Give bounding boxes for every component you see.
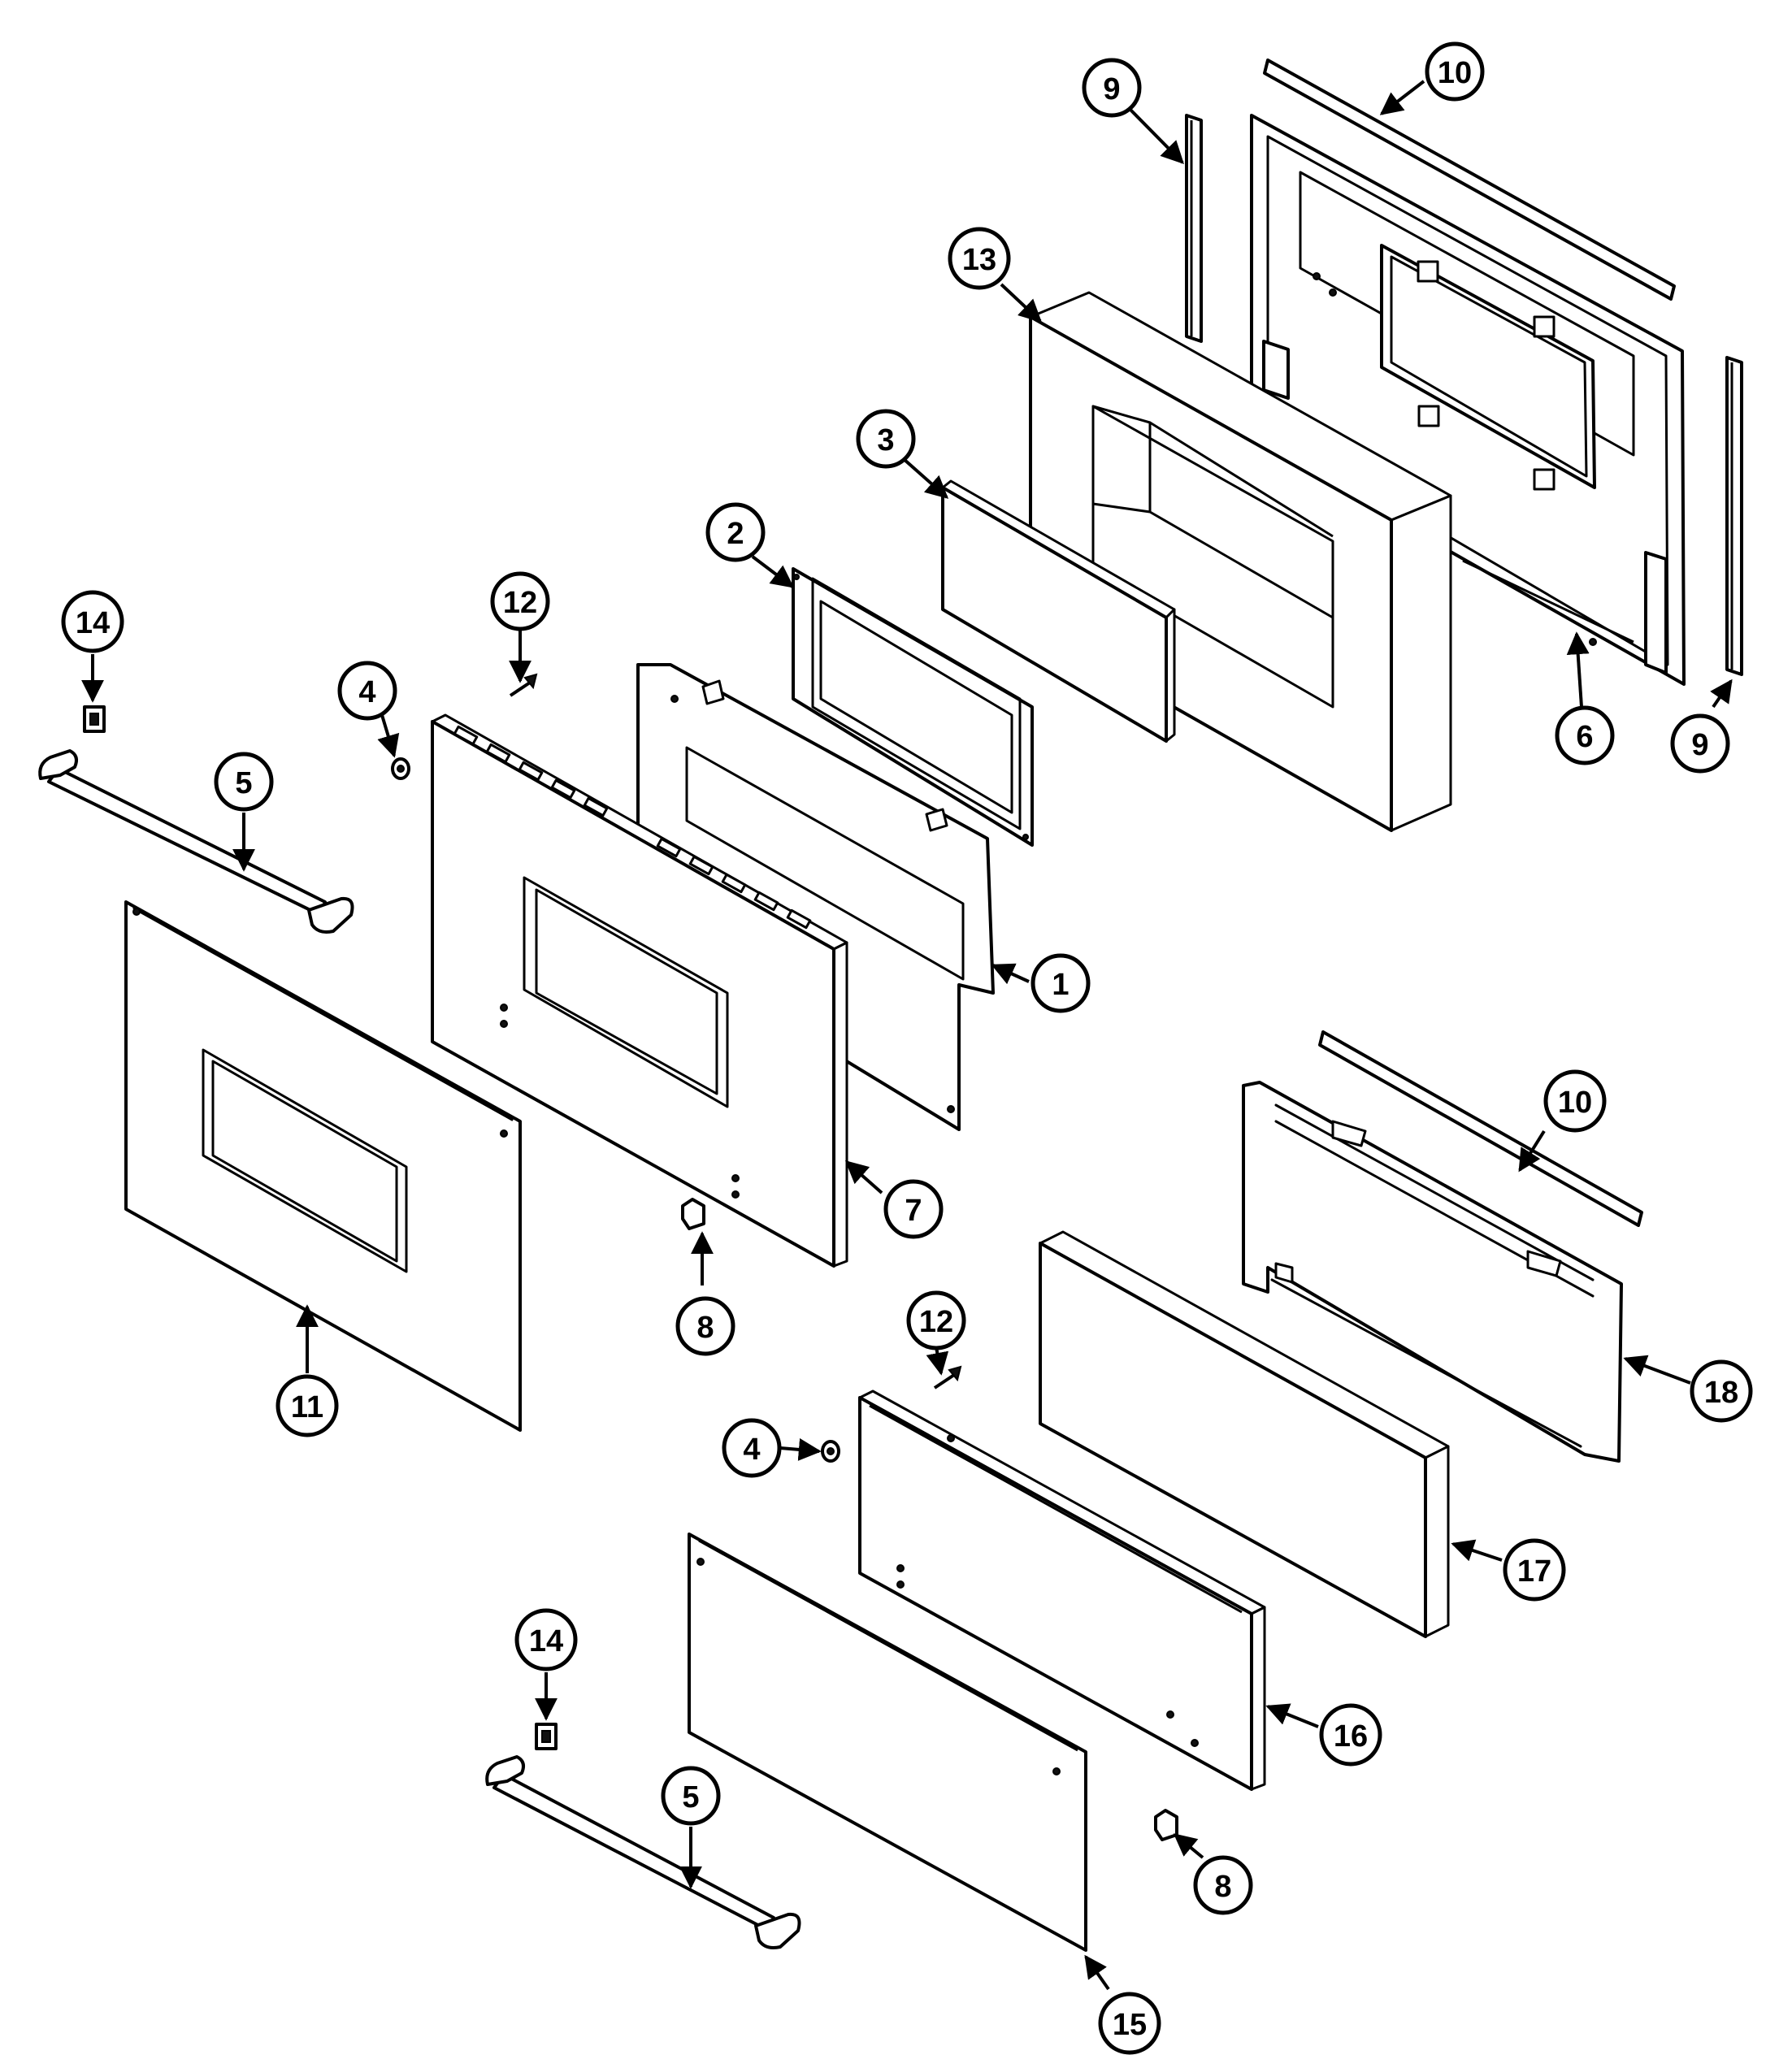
callout-10-lower: 10: [1543, 1069, 1607, 1133]
insulation-box: [1029, 291, 1452, 832]
glass-frame: [792, 567, 1034, 847]
callout-17: 17: [1503, 1538, 1566, 1602]
callout-7: 7: [883, 1179, 944, 1239]
svg-text:2: 2: [727, 517, 744, 551]
oven-door-glass: [941, 479, 1176, 743]
svg-text:17: 17: [1517, 1554, 1551, 1589]
svg-text:18: 18: [1704, 1376, 1738, 1410]
handle-cap-lower: [535, 1723, 558, 1750]
outer-door-frame: [431, 713, 848, 1268]
callout-11: 11: [276, 1374, 339, 1437]
callout-3: 3: [856, 409, 916, 469]
hinge-clip-lower: [1154, 1809, 1178, 1841]
svg-text:4: 4: [743, 1433, 760, 1467]
svg-text:9: 9: [1103, 72, 1120, 106]
callout-16: 16: [1319, 1703, 1382, 1767]
svg-text:1: 1: [1052, 968, 1069, 1002]
svg-text:4: 4: [358, 675, 375, 709]
callout-9-upper-left: 9: [1082, 58, 1142, 118]
screw-lower: [933, 1365, 962, 1390]
hinge-clip-upper: [681, 1198, 705, 1230]
vent-slots: [453, 725, 812, 930]
door-handle-upper: [38, 749, 354, 934]
callout-12-upper: 12: [490, 571, 550, 631]
inner-door-liner: [1250, 114, 1686, 686]
callout-12-lower: 12: [906, 1290, 966, 1350]
svg-text:12: 12: [919, 1305, 953, 1339]
handle-cap-upper: [83, 705, 106, 733]
side-trim-strip-left: [1185, 114, 1203, 343]
drawer-front-frame: [858, 1390, 1266, 1791]
spacer-upper: [391, 757, 410, 780]
side-trim-strip-right: [1725, 356, 1743, 676]
callout-6: 6: [1555, 705, 1615, 765]
callout-14-upper: 14: [61, 590, 124, 653]
svg-text:10: 10: [1558, 1086, 1592, 1120]
callout-9-upper-right: 9: [1670, 713, 1730, 774]
svg-text:14: 14: [529, 1624, 563, 1658]
outer-glass-panel: [124, 900, 522, 1432]
callout-5-upper: 5: [214, 752, 274, 812]
svg-text:6: 6: [1576, 720, 1593, 754]
callout-8-upper: 8: [675, 1296, 735, 1356]
drawer-outer-panel: [688, 1533, 1087, 1952]
callout-2: 2: [705, 502, 766, 562]
callout-10-upper: 10: [1425, 41, 1485, 102]
spacer-lower: [821, 1440, 840, 1463]
screw-upper: [509, 673, 538, 697]
svg-text:9: 9: [1691, 728, 1708, 762]
callout-1: 1: [1031, 953, 1091, 1013]
svg-text:12: 12: [503, 586, 537, 620]
callout-8-lower: 8: [1193, 1855, 1253, 1915]
door-handle-lower: [485, 1755, 801, 1949]
callout-4-upper: 4: [337, 661, 397, 721]
drawer-back-frame: [1242, 1081, 1623, 1463]
svg-text:8: 8: [1214, 1870, 1231, 1904]
top-trim-strip-upper: [1263, 59, 1676, 301]
svg-text:11: 11: [291, 1390, 323, 1424]
svg-text:16: 16: [1334, 1719, 1368, 1754]
svg-text:7: 7: [905, 1194, 922, 1228]
callout-5-lower: 5: [661, 1766, 721, 1826]
svg-text:3: 3: [877, 423, 894, 457]
callout-14-lower: 14: [514, 1608, 578, 1671]
svg-text:13: 13: [962, 243, 996, 277]
callout-13: 13: [948, 227, 1011, 290]
callout-4-lower: 4: [722, 1418, 782, 1478]
svg-text:10: 10: [1438, 56, 1472, 90]
callout-18: 18: [1690, 1359, 1753, 1423]
svg-text:5: 5: [682, 1780, 699, 1814]
svg-text:5: 5: [235, 766, 252, 800]
svg-text:8: 8: [696, 1311, 714, 1345]
callout-15: 15: [1098, 1992, 1161, 2055]
svg-text:15: 15: [1113, 2008, 1147, 2042]
leader-lines: [81, 80, 1733, 1991]
drawer-insulation-box: [1039, 1230, 1450, 1638]
svg-text:14: 14: [76, 606, 110, 640]
